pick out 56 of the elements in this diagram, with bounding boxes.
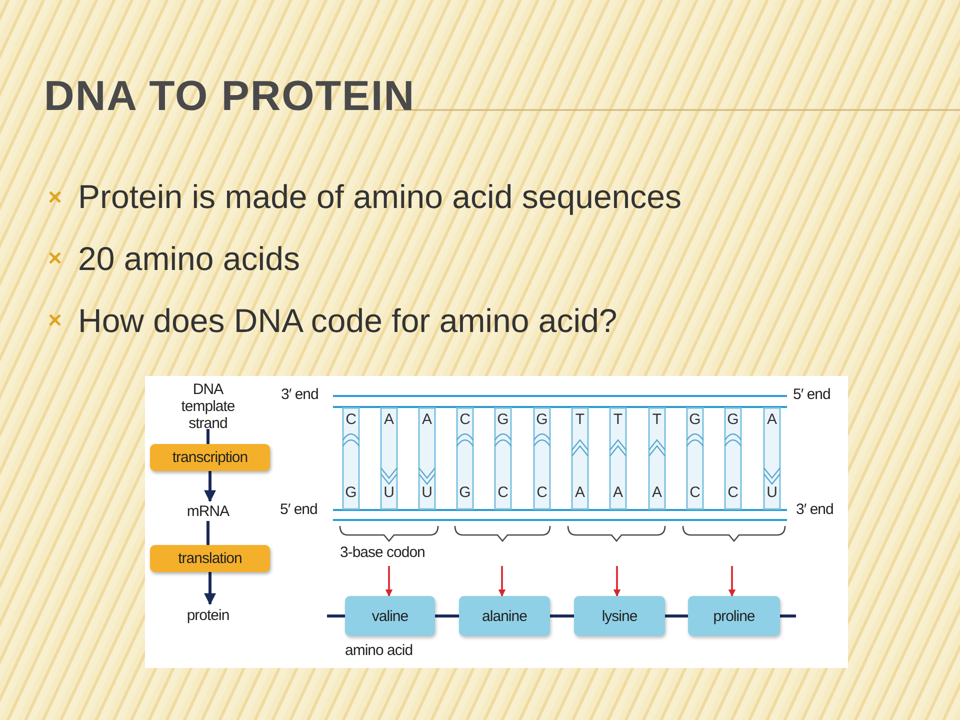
amino-acid-box: valine (345, 596, 435, 636)
arrow (728, 566, 736, 597)
process-box: transcription (150, 444, 270, 471)
connector-line (435, 614, 459, 618)
bullet-text: Protein is made of amino acid sequences (78, 178, 682, 216)
connector-line (327, 614, 345, 618)
base-letter: G (496, 411, 510, 428)
connector-line (665, 614, 688, 618)
slide-title: DNA TO PROTEIN (44, 72, 416, 120)
base-letter: C (458, 411, 472, 428)
base-letter: A (612, 484, 624, 501)
base-letter: G (458, 484, 472, 501)
base-letter: G (688, 411, 702, 428)
base-letter: C (726, 484, 740, 501)
base-letter: T (651, 411, 663, 428)
connector-line (550, 614, 574, 618)
step-label: DNA template strand (165, 383, 251, 429)
connector-line (780, 614, 796, 618)
amino-acid-box: alanine (459, 596, 550, 636)
connector-line (206, 521, 210, 545)
strand-end-label: 5′ end (793, 386, 830, 403)
base-letter: U (420, 484, 434, 501)
base-letter: C (688, 484, 702, 501)
base-letter: U (382, 484, 396, 501)
base-letter: A (766, 411, 778, 428)
arrow (385, 566, 393, 597)
bullet-text: 20 amino acids (78, 240, 300, 278)
base-letter: A (574, 484, 586, 501)
base-letter: A (420, 411, 433, 428)
amino-acid-box: lysine (574, 596, 665, 636)
arrow (204, 471, 216, 502)
connector-line (206, 429, 210, 444)
arrow (613, 566, 621, 597)
base-letter: A (650, 484, 663, 501)
base-letter: C (344, 411, 358, 428)
annotation-label: amino acid (345, 642, 413, 659)
base-letter: C (496, 484, 510, 501)
annotation-label: 3-base codon (340, 544, 425, 561)
step-label: mRNA (180, 501, 236, 521)
base-letter: G (535, 411, 549, 428)
base-letter: C (536, 484, 548, 501)
strand-end-label: 3′ end (281, 386, 318, 403)
base-letter: T (612, 411, 624, 428)
base-letter: G (344, 484, 358, 501)
bullet-text: How does DNA code for amino acid? (78, 302, 618, 340)
amino-acid-box: proline (688, 596, 780, 636)
process-box: translation (150, 545, 270, 572)
base-letter: G (726, 411, 740, 428)
strand-end-label: 5′ end (280, 501, 318, 518)
arrow (498, 566, 506, 597)
base-letter: T (574, 411, 586, 428)
base-letter: A (382, 411, 395, 428)
arrow (204, 572, 216, 606)
base-letter: U (766, 484, 778, 501)
step-label: protein (176, 604, 240, 626)
strand-end-label: 3′ end (796, 501, 834, 518)
